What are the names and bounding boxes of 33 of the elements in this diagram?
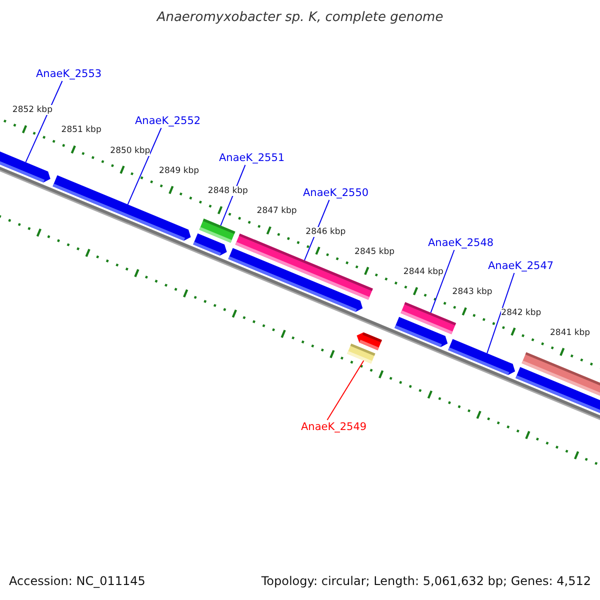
scale-label: 2848 kbp: [208, 186, 248, 196]
leader-line: [326, 360, 364, 420]
scale-label: 2852 kbp: [12, 105, 52, 116]
scale-label: 2845 kbp: [354, 246, 395, 257]
gene-bar: [356, 332, 382, 350]
gene-label: AnaeK_2550: [303, 187, 369, 199]
leader-line: [486, 272, 515, 354]
gene-bar: [0, 152, 50, 183]
scale-label: 2843 kbp: [452, 287, 492, 298]
scale-label: 2846 kbp: [306, 226, 346, 237]
scale-label: 2844 kbp: [403, 267, 444, 278]
scale-label: 2841 kbp: [550, 328, 590, 338]
gene-label: AnaeK_2548: [428, 237, 494, 249]
leader-line: [25, 80, 63, 163]
title: Anaeromyxobacter sp. K, complete genome: [155, 10, 444, 25]
gene-label: AnaeK_2553: [36, 68, 102, 80]
gene-label: AnaeK_2547: [488, 260, 554, 272]
scale-label: 2851 kbp: [61, 125, 102, 136]
gene-bar: [394, 316, 448, 348]
gene-bar: [52, 175, 191, 241]
scale-label: 2842 kbp: [501, 308, 542, 318]
scale-label: 2850 kbp: [110, 146, 150, 156]
gene-bar: [193, 233, 227, 256]
gene-label: AnaeK_2551: [219, 152, 285, 164]
gene-bar: [448, 339, 516, 376]
gene-label: AnaeK_2552: [135, 115, 201, 127]
scale-label: 2847 kbp: [256, 206, 297, 216]
leader-line: [127, 128, 162, 205]
gene-label: AnaeK_2549: [301, 421, 367, 433]
leader-line: [430, 250, 455, 314]
footer-text: Topology: circular; Length: 5,061,632 bp; Genes: 4,512: [261, 574, 591, 588]
gene-bar: [516, 367, 600, 414]
footer-text: Accession: NC_011145: [9, 574, 146, 588]
